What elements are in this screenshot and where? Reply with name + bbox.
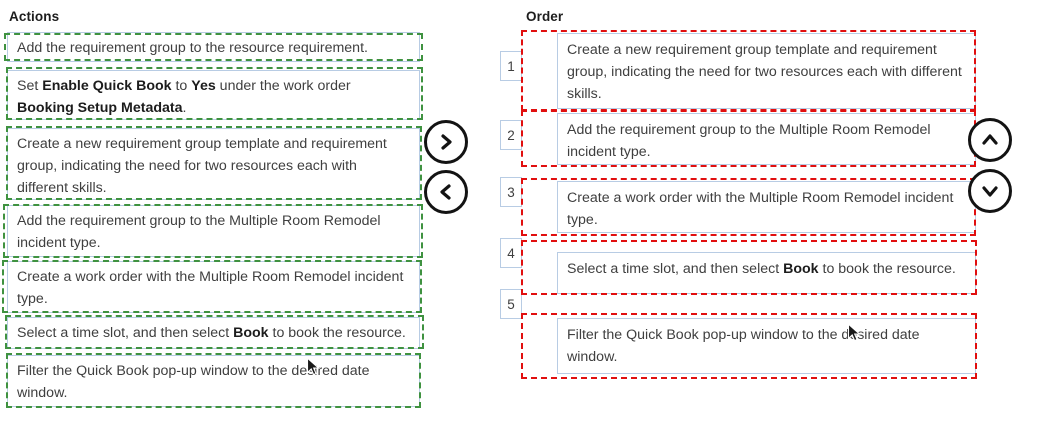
action-item[interactable]: Add the requirement group to the Multipl… [7, 205, 420, 257]
order-item[interactable]: Filter the Quick Book pop-up window to t… [557, 318, 976, 374]
chevron-right-icon [436, 132, 456, 152]
order-item[interactable]: Create a new requirement group template … [557, 33, 976, 109]
action-item[interactable]: Filter the Quick Book pop-up window to t… [7, 355, 420, 407]
move-left-button[interactable] [424, 170, 468, 214]
order-position-number: 2 [500, 120, 522, 150]
chevron-down-icon [980, 181, 1000, 201]
action-item[interactable]: Set Enable Quick Book to Yes under the w… [7, 70, 420, 120]
move-right-button[interactable] [424, 120, 468, 164]
move-down-button[interactable] [968, 169, 1038, 220]
order-item[interactable]: Add the requirement group to the Multipl… [557, 113, 976, 165]
chevron-up-icon [980, 130, 1000, 150]
order-item[interactable]: Select a time slot, and then select Book… [557, 252, 976, 294]
order-position-number: 1 [500, 51, 522, 81]
action-item[interactable]: Create a new requirement group template … [7, 128, 420, 200]
actions-column-header: Actions [9, 9, 60, 24]
action-item[interactable]: Create a work order with the Multiple Ro… [7, 261, 420, 313]
order-position-number: 4 [500, 238, 522, 268]
order-position-number: 5 [500, 289, 522, 319]
order-item[interactable]: Create a work order with the Multiple Ro… [557, 181, 976, 233]
order-position-number: 3 [500, 177, 522, 207]
action-item[interactable]: Select a time slot, and then select Book… [7, 317, 420, 349]
order-column-header: Order [526, 9, 564, 24]
chevron-left-icon [436, 182, 456, 202]
action-item[interactable]: Add the requirement group to the resourc… [7, 32, 420, 62]
move-up-button[interactable] [968, 118, 1038, 168]
